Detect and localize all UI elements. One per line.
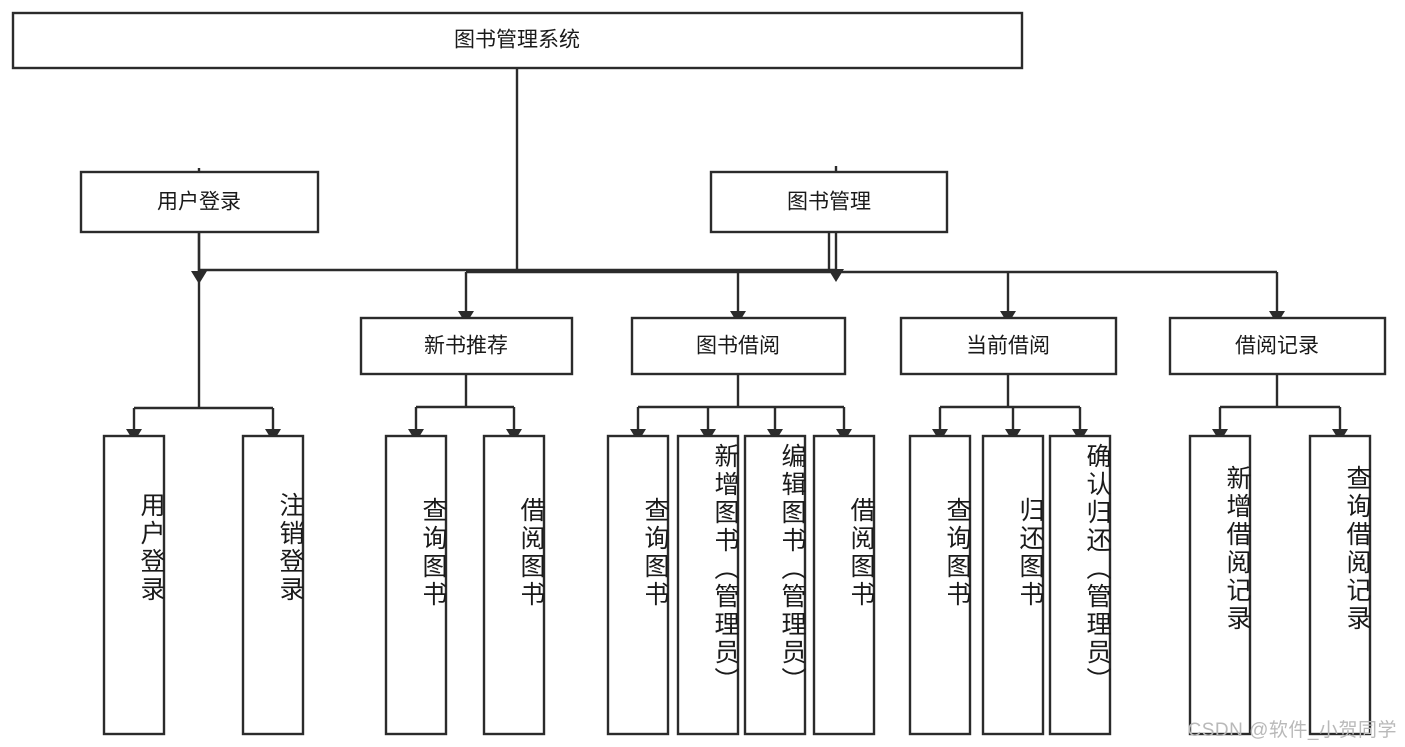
connector-group-book-manage [458, 232, 1285, 324]
connector-group-new-book-leaves [408, 374, 522, 442]
node-book-borrow[interactable]: 图书借阅 [630, 316, 847, 376]
csdn-watermark: CSDN @软件_小贺同学 [1187, 720, 1397, 741]
leaf-box-return-book[interactable] [981, 434, 1045, 736]
leaf-box-user-login[interactable] [102, 434, 166, 736]
leaf-box-borrow-book-1[interactable] [482, 434, 546, 736]
node-root-box[interactable] [11, 11, 1024, 70]
node-current-borrow[interactable]: 当前借阅 [899, 316, 1118, 376]
connector-group-book-borrow-leaves [630, 374, 852, 442]
node-root-label: 图书管理系统 [454, 29, 580, 52]
node-user-login[interactable]: 用户登录 [79, 170, 320, 234]
node-current-borrow-box[interactable] [899, 316, 1118, 376]
connector-group-borrow-record-leaves [1212, 374, 1348, 442]
node-new-book-recommend-label: 新书推荐 [424, 335, 508, 358]
leaf-box-add-book[interactable] [676, 434, 740, 736]
node-user-login-label: 用户登录 [157, 191, 241, 214]
node-book-borrow-box[interactable] [630, 316, 847, 376]
leaf-box-borrow-book-2[interactable] [812, 434, 876, 736]
leaf-box-query-book-1[interactable] [384, 434, 448, 736]
node-book-manage[interactable]: 图书管理 [709, 170, 949, 234]
node-book-manage-box[interactable] [709, 170, 949, 234]
leaf-boxes [102, 434, 1372, 736]
connector-group-user-login-leaves [126, 232, 281, 442]
node-user-login-box[interactable] [79, 170, 320, 234]
leaf-box-query-book-2[interactable] [606, 434, 670, 736]
node-new-book-recommend-box[interactable] [359, 316, 574, 376]
node-borrow-record-label: 借阅记录 [1235, 335, 1319, 358]
node-book-manage-label: 图书管理 [787, 191, 871, 214]
leaf-box-query-book-3[interactable] [908, 434, 972, 736]
leaf-box-confirm-return[interactable] [1048, 434, 1112, 736]
node-root[interactable]: 图书管理系统 [11, 11, 1024, 70]
leaf-box-logout[interactable] [241, 434, 305, 736]
leaf-box-add-record[interactable] [1188, 434, 1252, 736]
node-borrow-record-box[interactable] [1168, 316, 1387, 376]
node-new-book-recommend[interactable]: 新书推荐 [359, 316, 574, 376]
leaf-box-edit-book[interactable] [743, 434, 807, 736]
leaf-box-query-record[interactable] [1308, 434, 1372, 736]
node-current-borrow-label: 当前借阅 [966, 335, 1050, 358]
node-borrow-record[interactable]: 借阅记录 [1168, 316, 1387, 376]
connector-group-current-borrow-leaves [932, 374, 1088, 442]
node-book-borrow-label: 图书借阅 [696, 335, 780, 358]
connector-group-root [191, 68, 844, 284]
